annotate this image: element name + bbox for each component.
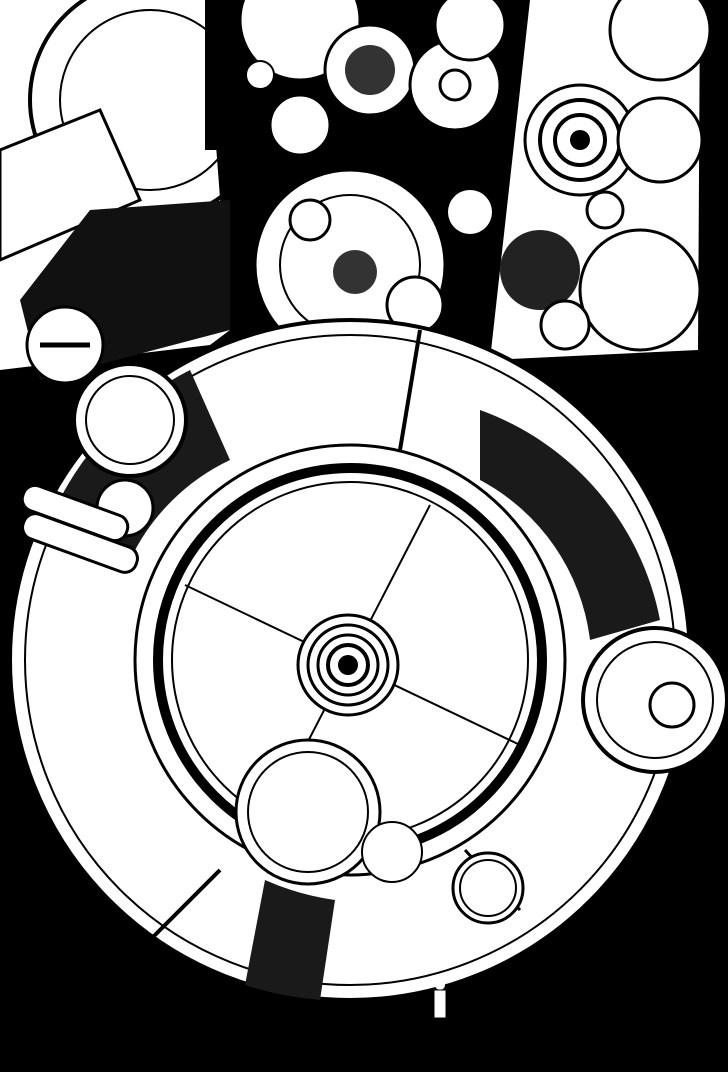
lower-dial: [234, 738, 382, 886]
machinery-band-bottom: [245, 880, 335, 1000]
top-right-panel: [490, 0, 712, 360]
top-middle-panel: [205, 0, 530, 362]
right-dial: [581, 626, 728, 774]
cylinder-pipes: [20, 483, 139, 574]
slab: [0, 108, 142, 262]
left-dial: [72, 362, 188, 538]
center-spiral: [296, 613, 400, 717]
machinery-band-right: [480, 410, 660, 640]
tiny-figure: [433, 980, 447, 1019]
